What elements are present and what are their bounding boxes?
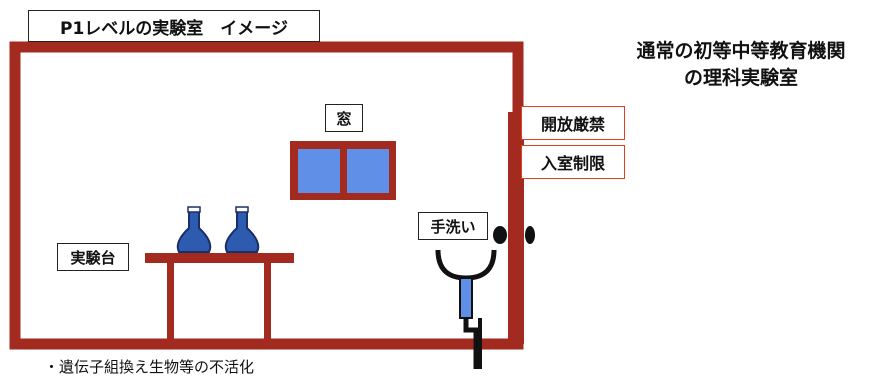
window-icon bbox=[290, 141, 396, 200]
bottom-note: ・遺伝子組換え生物等の不活化 bbox=[44, 358, 255, 376]
side-caption-line1: 通常の初等中等教育機関 bbox=[636, 40, 846, 62]
no-open-label: 開放厳禁 bbox=[521, 106, 625, 140]
lab-illustration bbox=[9, 41, 535, 369]
flask-icon bbox=[176, 206, 212, 253]
side-caption-line2: の理科実験室 bbox=[683, 67, 798, 89]
door-knob-outer-icon bbox=[525, 226, 535, 244]
door bbox=[508, 112, 524, 344]
bench-label: 実験台 bbox=[57, 243, 129, 271]
sink-label: 手洗い bbox=[418, 212, 488, 240]
restricted-entry-label: 入室制限 bbox=[521, 145, 625, 179]
flask-icon bbox=[224, 206, 260, 253]
window-label: 窓 bbox=[325, 104, 363, 132]
sink-icon bbox=[435, 249, 497, 369]
bench-icon bbox=[145, 253, 294, 339]
side-caption: 通常の初等中等教育機関 の理科実験室 bbox=[596, 38, 886, 92]
page-title: P1レベルの実験室 イメージ bbox=[28, 10, 320, 42]
door-knob-icon bbox=[493, 226, 507, 244]
